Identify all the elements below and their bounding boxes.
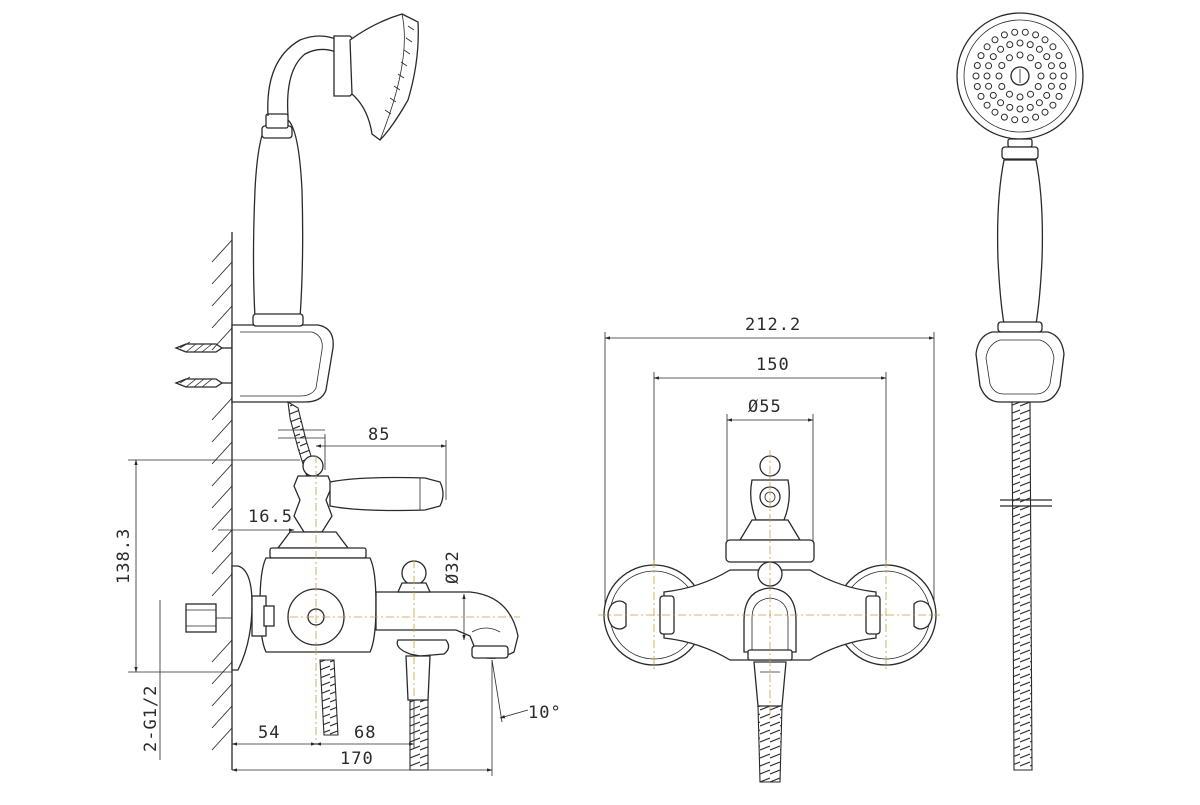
dim-54-label: 54 bbox=[258, 723, 280, 743]
spray-nozzle bbox=[1016, 39, 1024, 47]
hose-lower bbox=[319, 659, 429, 771]
dim-150-label: 150 bbox=[756, 355, 790, 375]
spray-nozzle bbox=[997, 45, 1005, 53]
dim-d55: Ø55 bbox=[726, 397, 814, 560]
spray-nozzle bbox=[1006, 90, 1013, 98]
front-view: 212.2 150 Ø55 bbox=[598, 315, 940, 783]
spray-nozzle bbox=[1006, 103, 1014, 111]
spray-nozzle bbox=[1011, 116, 1019, 124]
hand-shower-hose bbox=[1011, 401, 1033, 771]
front-hose bbox=[757, 705, 783, 783]
hand-shower-front bbox=[956, 12, 1084, 771]
dim-angle: 10° bbox=[491, 659, 562, 723]
dim-170-label: 170 bbox=[340, 749, 374, 769]
spray-nozzle bbox=[1032, 31, 1040, 39]
spray-nozzle bbox=[998, 62, 1006, 69]
dim-16-5-label: 16.5 bbox=[248, 507, 293, 527]
spray-nozzle bbox=[1047, 62, 1055, 70]
spray-nozzle bbox=[1034, 62, 1042, 69]
spray-nozzle bbox=[1021, 28, 1029, 36]
dim-85-label: 85 bbox=[368, 425, 390, 445]
wall-hatching bbox=[211, 239, 233, 751]
spray-nozzle bbox=[1049, 101, 1057, 109]
spray-nozzle bbox=[1016, 93, 1024, 101]
dim-d32-label: Ø32 bbox=[443, 550, 463, 584]
spray-nozzle bbox=[1037, 72, 1045, 80]
spray-nozzle bbox=[995, 72, 1003, 80]
spray-nozzle bbox=[1049, 72, 1057, 80]
spray-nozzle bbox=[1032, 113, 1040, 121]
side-view: 85 16.5 138.3 2-G1/2 Ø32 10 bbox=[114, 13, 562, 776]
spray-nozzle bbox=[1043, 53, 1051, 61]
dim-138-3-label: 138.3 bbox=[114, 528, 134, 584]
spray-nozzle bbox=[1006, 54, 1013, 62]
spray-nozzle bbox=[1034, 83, 1042, 90]
spray-nozzle bbox=[977, 52, 985, 60]
spray-nozzle bbox=[973, 83, 981, 90]
spray-nozzle bbox=[1016, 51, 1024, 59]
wall bbox=[211, 232, 233, 770]
spray-nozzle bbox=[972, 72, 980, 80]
spray-nozzle bbox=[983, 101, 991, 109]
spray-nozzle bbox=[1060, 72, 1068, 80]
dim-d55-label: Ø55 bbox=[748, 397, 782, 417]
dim-212-2: 212.2 bbox=[604, 315, 935, 610]
spray-nozzle bbox=[1027, 90, 1034, 98]
spray-nozzle bbox=[1059, 62, 1067, 69]
spray-nozzle bbox=[985, 82, 993, 90]
spray-nozzle bbox=[998, 83, 1006, 90]
dim-170: 170 bbox=[231, 722, 493, 776]
spray-nozzle bbox=[977, 92, 985, 100]
spray-nozzle bbox=[991, 108, 999, 116]
spray-nozzle bbox=[1049, 43, 1057, 51]
spray-nozzle bbox=[983, 43, 991, 51]
spray-nozzle bbox=[1016, 105, 1024, 113]
spray-nozzle bbox=[1041, 108, 1049, 116]
spray-nozzle bbox=[983, 72, 991, 80]
diverter-lever bbox=[276, 455, 444, 549]
spray-nozzle bbox=[985, 62, 993, 70]
wall-anchors bbox=[174, 341, 232, 388]
spray-nozzle bbox=[1041, 36, 1049, 44]
spray-nozzle bbox=[1021, 116, 1029, 124]
spray-nozzles bbox=[972, 28, 1068, 124]
spray-nozzle bbox=[1026, 103, 1034, 111]
spray-nozzle bbox=[1011, 28, 1019, 36]
dim-16-5: 16.5 bbox=[218, 507, 295, 532]
dim-thread-label: 2-G1/2 bbox=[141, 685, 161, 752]
spray-nozzle bbox=[1006, 41, 1014, 49]
dim-85: 85 bbox=[315, 425, 447, 500]
dim-138-3: 138.3 bbox=[114, 459, 300, 673]
dim-thread: 2-G1/2 bbox=[141, 600, 161, 760]
spray-nozzle bbox=[1055, 92, 1063, 100]
spray-nozzle bbox=[1026, 41, 1034, 49]
shower-holder-bracket bbox=[231, 324, 334, 403]
mixer-body-side bbox=[185, 547, 377, 671]
spray-nozzle bbox=[1059, 83, 1067, 90]
dim-68-label: 68 bbox=[354, 723, 376, 743]
spray-nozzle bbox=[1035, 45, 1043, 53]
spray-nozzle bbox=[991, 36, 999, 44]
hand-shower-side bbox=[252, 13, 419, 327]
spray-nozzle bbox=[1035, 99, 1043, 107]
spray-nozzle bbox=[989, 53, 997, 61]
spray-nozzle bbox=[989, 91, 997, 99]
spray-nozzle bbox=[1000, 31, 1008, 39]
spray-nozzle bbox=[997, 99, 1005, 107]
dim-d32: Ø32 bbox=[443, 550, 466, 641]
dim-150: 150 bbox=[653, 355, 887, 572]
dim-212-2-label: 212.2 bbox=[745, 315, 801, 335]
spray-nozzle bbox=[1027, 54, 1034, 62]
spray-nozzle bbox=[1055, 52, 1063, 60]
spray-nozzle bbox=[1000, 113, 1008, 121]
spray-nozzle bbox=[1047, 82, 1055, 90]
dim-angle-label: 10° bbox=[528, 703, 562, 723]
spray-nozzle bbox=[973, 62, 981, 69]
spray-nozzle bbox=[1043, 91, 1051, 99]
dim-54-68: 54 68 bbox=[231, 700, 415, 748]
